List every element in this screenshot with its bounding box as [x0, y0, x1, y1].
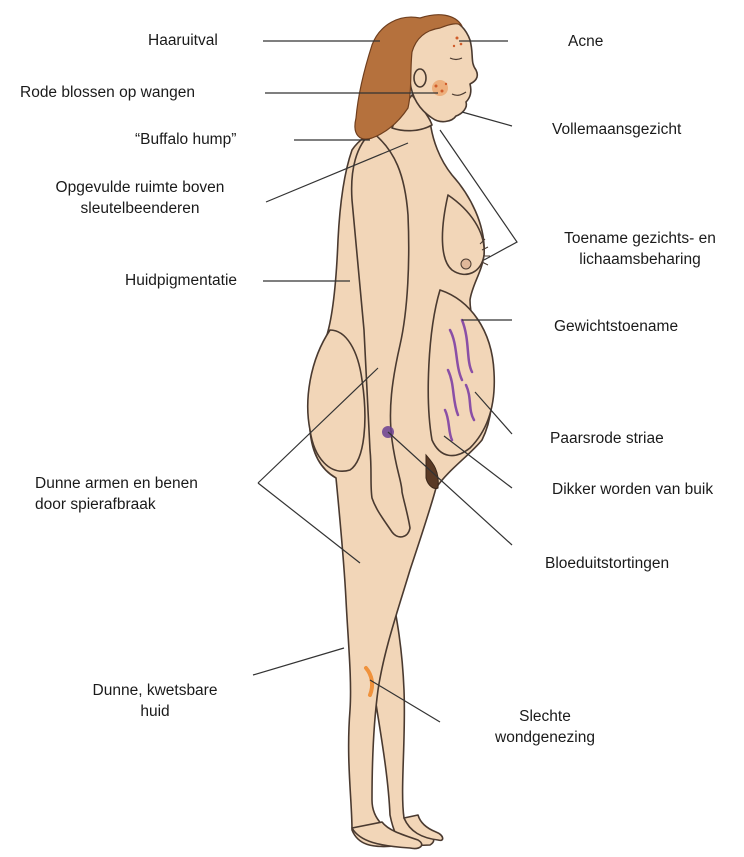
body-figure [308, 17, 495, 848]
label-dunne-huid-line1: Dunne, kwetsbare [70, 680, 240, 701]
label-dunne-huid: Dunne, kwetsbare huid [70, 680, 240, 722]
label-dunne-armen-line2: door spierafbraak [35, 494, 198, 515]
label-dunne-huid-line2: huid [70, 701, 240, 722]
leader-dunne-huid [253, 648, 344, 675]
label-gewichtstoename: Gewichtstoename [554, 316, 678, 337]
label-dunne-armen-line1: Dunne armen en benen [35, 473, 198, 494]
leader-vollemaans [462, 112, 512, 126]
label-toename-line1: Toename gezichts- en [540, 228, 740, 249]
label-acne: Acne [568, 31, 603, 52]
label-dikker-buik: Dikker worden van buik [552, 479, 713, 500]
label-paarsrode-striae: Paarsrode striae [550, 428, 664, 449]
label-huidpigmentatie: Huidpigmentatie [125, 270, 237, 291]
label-slechte-line1: Slechte [480, 706, 610, 727]
label-slechte-wondgenezing: Slechte wondgenezing [480, 706, 610, 748]
label-dunne-armen: Dunne armen en benen door spierafbraak [35, 473, 198, 515]
label-toename-line2: lichaamsbeharing [540, 249, 740, 270]
ear [414, 69, 426, 87]
label-buffalo-hump: “Buffalo hump” [135, 129, 236, 150]
label-slechte-line2: wondgenezing [480, 727, 610, 748]
label-haaruitval: Haaruitval [148, 30, 218, 51]
label-opgevulde: Opgevulde ruimte boven sleutelbeenderen [20, 177, 260, 219]
label-opgevulde-line2: sleutelbeenderen [20, 198, 260, 219]
label-opgevulde-line1: Opgevulde ruimte boven [20, 177, 260, 198]
label-vollemaansgezicht: Vollemaansgezicht [552, 119, 681, 140]
label-bloeduitstortingen: Bloeduitstortingen [545, 553, 669, 574]
label-rode-blossen: Rode blossen op wangen [20, 82, 195, 103]
label-toename: Toename gezichts- en lichaamsbeharing [540, 228, 740, 270]
